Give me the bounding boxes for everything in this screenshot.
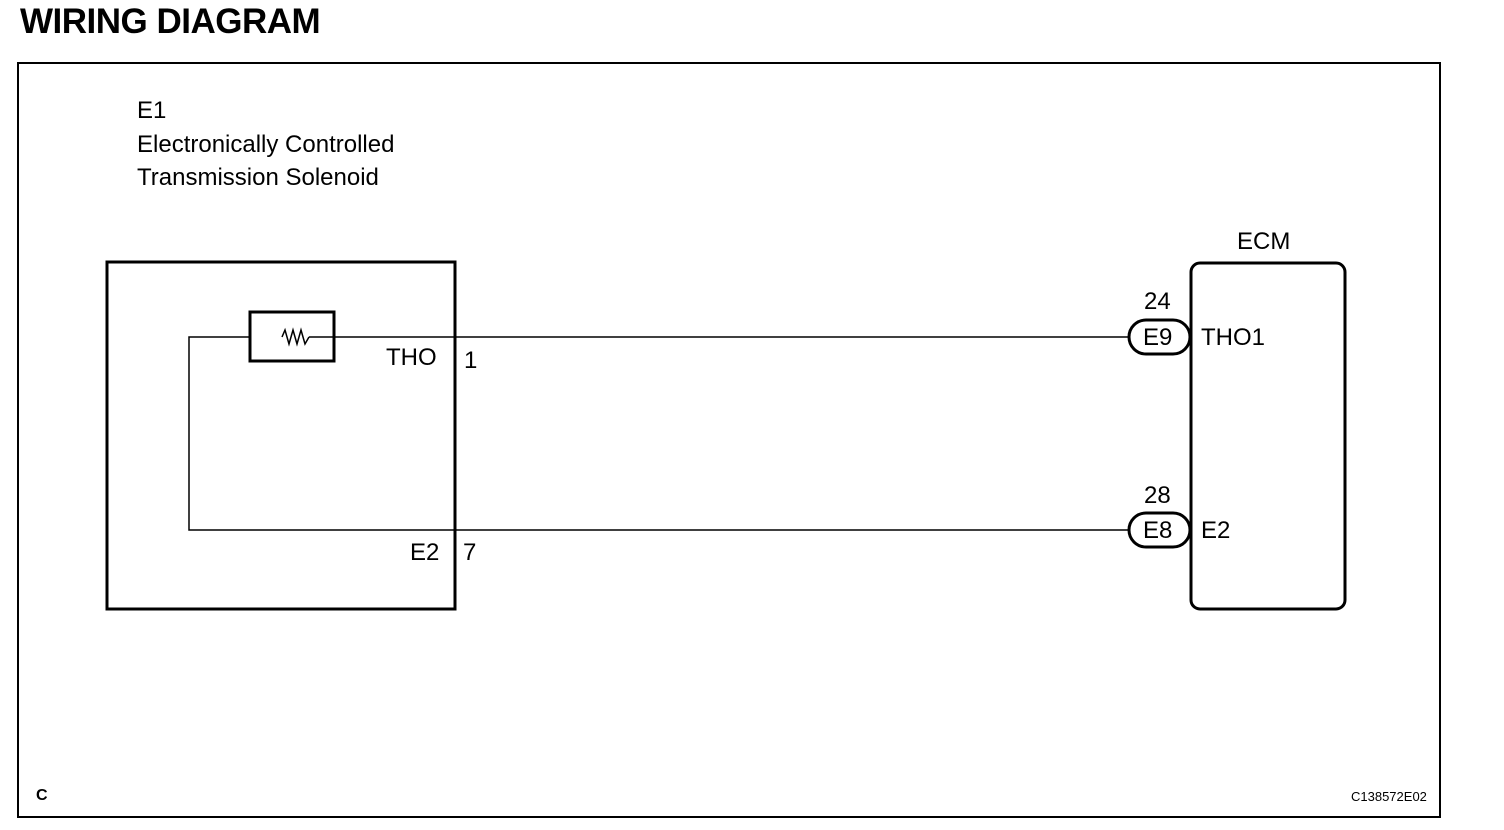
connector-e9-shape [1127, 318, 1192, 356]
ecm-signal-e2: E2 [1201, 517, 1231, 544]
component-name-line1: Electronically Controlled [137, 131, 395, 158]
ecm-pin-24: 24 [1144, 288, 1171, 315]
pin-signal-e2: E2 [410, 539, 440, 566]
diagram-frame [17, 62, 1441, 818]
pin-number-7: 7 [463, 539, 477, 566]
internal-wire [188, 336, 455, 531]
ecm-pin-28: 28 [1144, 482, 1171, 509]
connector-e9-label: E9 [1143, 324, 1173, 351]
resistor-zigzag [281, 327, 310, 347]
ecm-label: ECM [1237, 228, 1291, 255]
component-name-line2: Transmission Solenoid [137, 164, 379, 191]
corner-letter: C [36, 787, 48, 804]
figure-id: C138572E02 [1351, 789, 1427, 804]
pin-signal-tho: THO [386, 344, 437, 371]
component-code: E1 [137, 97, 167, 124]
pin-number-1: 1 [464, 347, 478, 374]
solenoid-box [105, 260, 457, 611]
page-title: WIRING DIAGRAM [20, 2, 321, 41]
connector-e8-shape [1127, 511, 1192, 549]
connector-e8-label: E8 [1143, 517, 1173, 544]
ecm-signal-tho1: THO1 [1201, 324, 1266, 351]
ecm-box [1189, 261, 1347, 611]
